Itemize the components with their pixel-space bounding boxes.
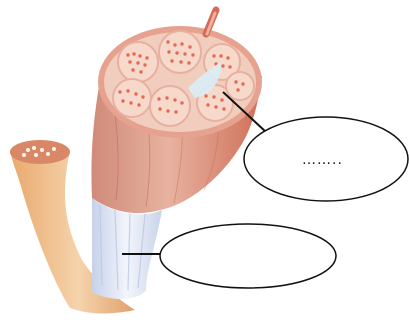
upper-label-text: …….. bbox=[302, 152, 343, 168]
tendon bbox=[92, 198, 162, 299]
cross-section bbox=[98, 10, 262, 138]
lower-label-oval bbox=[160, 224, 336, 288]
